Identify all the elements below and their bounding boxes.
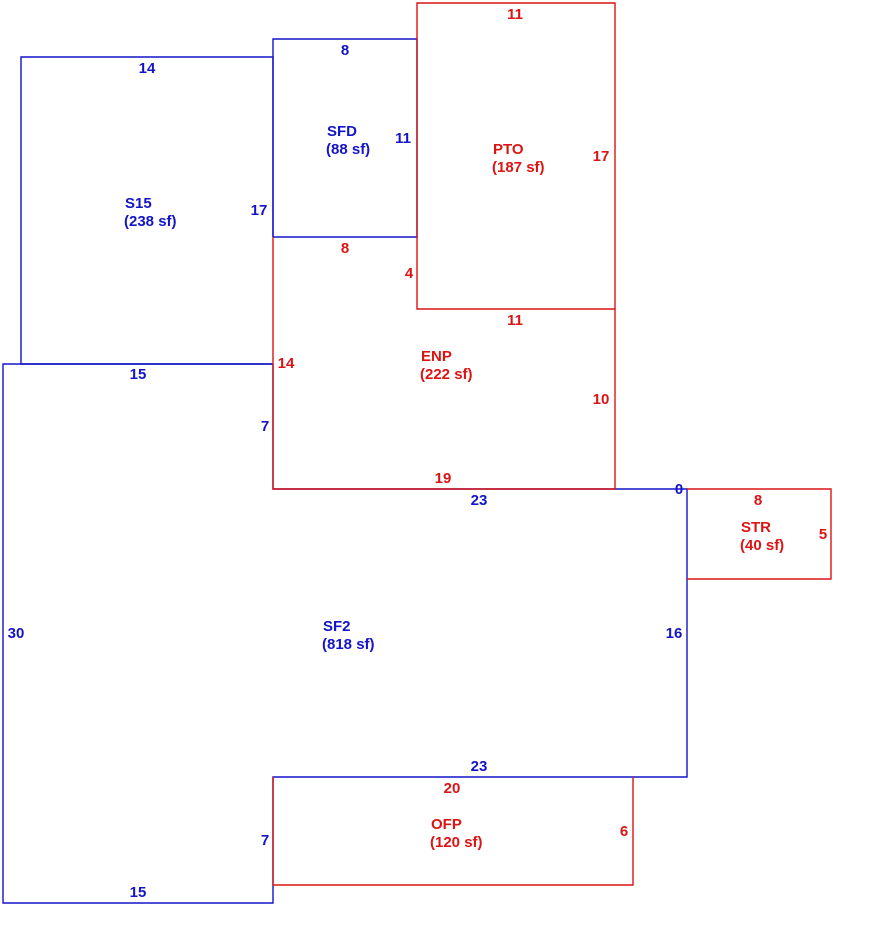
ofp-outline [272, 777, 634, 886]
pto-area: (187 sf) [492, 159, 545, 176]
dim-sfd-right: 11 [395, 130, 411, 147]
dim-sfd-bottom: 8 [341, 240, 349, 257]
dim-s15-right: 17 [251, 202, 268, 219]
dim-sf2-corner: 0 [675, 481, 683, 498]
dim-pto-right: 17 [593, 148, 610, 165]
enp-code: ENP [421, 348, 452, 365]
dim-enp-right: 10 [593, 391, 610, 408]
dim-sf2-right: 16 [666, 625, 683, 642]
dim-str-top: 8 [754, 492, 762, 509]
ofp-code: OFP [431, 816, 462, 833]
dim-enp-bottom: 19 [435, 470, 452, 487]
dim-s15-bottom: 15 [130, 366, 147, 383]
dim-sf2-inner-left: 7 [261, 418, 269, 435]
dim-sf2-left: 30 [8, 625, 25, 642]
str-outline [687, 488, 832, 580]
sfd-area: (88 sf) [326, 141, 370, 158]
sfd-code: SFD [327, 123, 357, 140]
dim-pto-bottom: 11 [507, 312, 523, 329]
dim-sf2-top-mid: 23 [471, 492, 488, 509]
dim-s15-top: 14 [139, 60, 156, 77]
str-area: (40 sf) [740, 537, 784, 554]
pto-code: PTO [493, 141, 524, 158]
dim-pto-left: 4 [405, 265, 414, 282]
ofp-area: (120 sf) [430, 834, 483, 851]
dim-enp-left: 14 [278, 355, 295, 372]
dim-sfd-top: 8 [341, 42, 349, 59]
dim-ofp-right: 6 [620, 823, 628, 840]
pto-outline [416, 2, 616, 310]
sf2-code: SF2 [323, 618, 351, 635]
dim-str-right: 5 [819, 526, 827, 543]
s15-area: (238 sf) [124, 213, 177, 230]
dim-sf2-bottom-mid: 23 [471, 758, 488, 775]
sf2-area: (818 sf) [322, 636, 375, 653]
s15-code: S15 [125, 195, 152, 212]
dim-pto-top: 11 [507, 6, 523, 23]
str-code: STR [741, 519, 771, 536]
dim-ofp-top: 20 [444, 780, 461, 797]
dim-sf2-lower-left: 7 [261, 832, 269, 849]
enp-area: (222 sf) [420, 366, 473, 383]
dim-sf2-bottom: 15 [130, 884, 147, 901]
enp-outline [272, 237, 616, 490]
